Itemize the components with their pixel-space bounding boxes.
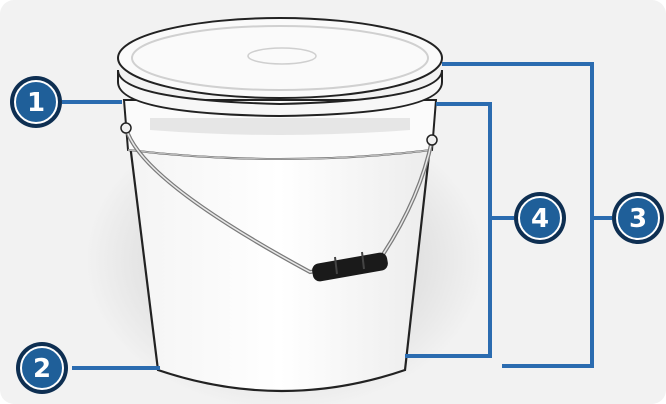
bucket-band-shade — [150, 118, 410, 135]
bucket-lid-top — [118, 18, 442, 98]
callout-number-2: 2 — [33, 354, 51, 384]
callout-badge-2: 2 — [16, 342, 68, 394]
callout-badge-4: 4 — [514, 192, 566, 244]
callout-number-1: 1 — [27, 88, 45, 118]
handle-ear-left — [121, 123, 131, 133]
callout-number-4: 4 — [531, 204, 549, 234]
callout-number-3: 3 — [629, 204, 647, 234]
handle-ear-right — [427, 135, 437, 145]
callout-badge-1: 1 — [10, 76, 62, 128]
callout-badge-3: 3 — [612, 192, 664, 244]
